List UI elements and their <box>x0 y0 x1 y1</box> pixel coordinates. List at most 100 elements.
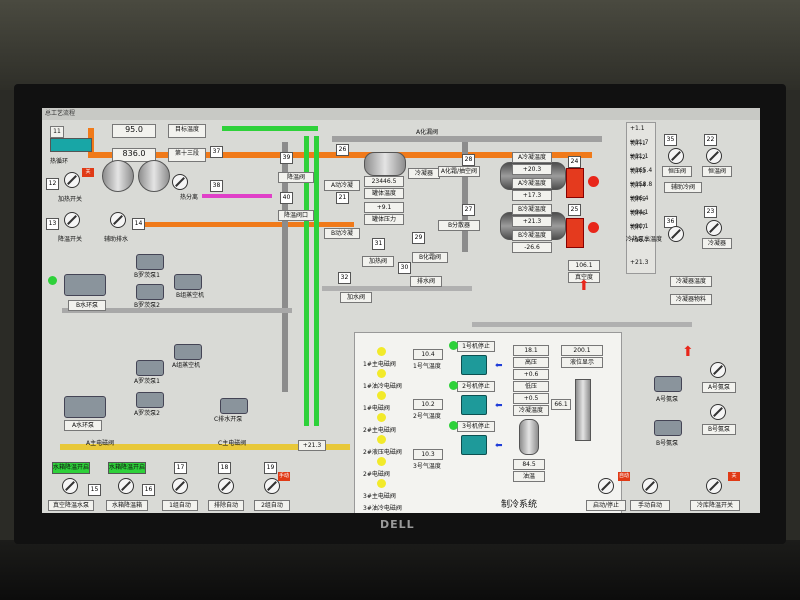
compressor-1[interactable] <box>461 355 487 375</box>
item-22: 22 <box>704 134 717 146</box>
sensor-value: +21.3 <box>298 440 326 451</box>
item-23: 23 <box>704 206 717 218</box>
indicator-3 <box>377 391 386 400</box>
knob-23[interactable] <box>706 220 722 236</box>
start-stop-knob[interactable] <box>598 478 614 494</box>
knob-36[interactable] <box>668 226 684 242</box>
b-water-ring-pump[interactable] <box>64 274 106 296</box>
drain-valve-label: 排水阀 <box>410 276 442 287</box>
a-roots-pump-1-label: A罗茨泵1 <box>134 378 160 385</box>
vacuum-label: 真空度 <box>568 272 600 283</box>
condenser-btn-label: 冷凝器 <box>702 238 732 249</box>
a-water-ring-pump[interactable] <box>64 396 106 418</box>
drain-auto-label: 排除自动 <box>208 500 244 511</box>
refrig-label-2: 1#油冷电磁阀 <box>363 383 402 390</box>
aux-cool-valve-label: 辅助冷阀 <box>664 182 702 193</box>
valve-39: 39 <box>280 152 293 164</box>
item-12-label: 12 <box>46 178 59 190</box>
vac-cool-pump-on-btn[interactable]: 水箱降温开启 <box>52 462 90 474</box>
cool-switch-knob[interactable] <box>64 212 80 228</box>
window-title: 总工艺流程 <box>42 108 760 120</box>
knob-22[interactable] <box>706 148 722 164</box>
gas-temp-2-value: 10.2 <box>413 399 443 410</box>
item-18: 18 <box>218 462 231 474</box>
a-ammonia-pump[interactable] <box>654 376 682 392</box>
a-chem-pool-label: A化漏阀 <box>416 129 439 136</box>
b-heater-unit[interactable] <box>566 218 584 248</box>
gray-pipe-5 <box>62 308 292 313</box>
water-tank-on-btn[interactable]: 水箱降温开启 <box>108 462 146 474</box>
a-cool-knob[interactable] <box>710 362 726 378</box>
manual-auto-knob[interactable] <box>642 478 658 494</box>
cond-temp-label: 冷凝温度 <box>513 405 549 416</box>
compressor-2[interactable] <box>461 395 487 415</box>
cool-switch-label: 降温开关 <box>58 236 83 243</box>
group2-auto-label: 2组自动 <box>254 500 290 511</box>
readout-6: +96.4 <box>630 195 649 202</box>
cold-store-label: 冷库降温开关 <box>690 500 740 511</box>
heat-switch-knob[interactable] <box>64 172 80 188</box>
green-pipe-h <box>222 126 318 131</box>
material-2-label: 物料2 <box>630 154 646 161</box>
gray-pipe-1 <box>282 142 288 392</box>
condenser-material-label: 冷凝器物料 <box>670 294 712 305</box>
heat-switch-label: 加热开关 <box>58 196 83 203</box>
refrig-label-3: 1#电磁阀 <box>363 405 390 412</box>
item-35: 35 <box>664 134 677 146</box>
b-defrost-label: B化霜阀 <box>412 252 448 263</box>
main-tank <box>364 152 406 176</box>
re-sep-label: 热分离 <box>180 194 199 201</box>
valve-29: 29 <box>412 232 425 244</box>
b-cool-knob[interactable] <box>710 404 726 420</box>
gas-temp-2-label: 2号气温度 <box>413 413 441 420</box>
knob-18[interactable] <box>218 478 234 494</box>
cold-store-knob[interactable] <box>706 478 722 494</box>
b-group-condenser[interactable] <box>174 274 202 290</box>
b-roots-pump-1[interactable] <box>136 254 164 270</box>
separator-value: 66.1 <box>551 399 571 410</box>
monitor-brand-logo: DELL <box>380 518 415 531</box>
knob-19[interactable] <box>264 478 280 494</box>
desk <box>0 540 800 600</box>
a-roots-pump-1[interactable] <box>136 360 164 376</box>
valve-24: 24 <box>568 156 581 168</box>
tank-press-label: 罐体压力 <box>364 214 404 225</box>
close-tag: 关 <box>728 472 740 481</box>
indicator-4 <box>377 413 386 422</box>
valve-32: 32 <box>338 272 351 284</box>
tank-temp-label: 罐体温度 <box>364 188 404 199</box>
a-group-condenser[interactable] <box>174 344 202 360</box>
c-drain-pump[interactable] <box>220 398 248 414</box>
pump-switch-label: 辅助排水 <box>104 236 129 243</box>
readout-8: +90.1 <box>630 223 649 230</box>
re-sep-knob[interactable] <box>172 174 188 190</box>
const-temp-valve-label: 恒温阀 <box>702 166 732 177</box>
b-roots-pump-2[interactable] <box>136 284 164 300</box>
b-heater-light <box>588 222 599 233</box>
knob-17[interactable] <box>172 478 188 494</box>
target-temp-label: 目标温度 <box>168 124 206 138</box>
a-roots-pump-2[interactable] <box>136 392 164 408</box>
knob-16[interactable] <box>118 478 134 494</box>
item-36: 36 <box>664 216 677 228</box>
refrigeration-title: 制冷系统 <box>501 500 538 510</box>
gray-pipe-6 <box>472 322 692 327</box>
pump-switch-knob[interactable] <box>110 212 126 228</box>
orange-pipe-mid <box>142 222 354 227</box>
readout-4: +165.4 <box>630 167 653 174</box>
gray-pipe-2 <box>332 136 602 142</box>
cooling-valve-2-label: 降温阀口 <box>278 210 314 221</box>
b-ammonia-pump[interactable] <box>654 420 682 436</box>
liquid-level-label: 液位显示 <box>561 357 603 368</box>
compressor-3[interactable] <box>461 435 487 455</box>
b-chamber-label: B动冷凝 <box>324 228 360 239</box>
oil-tank <box>519 419 539 455</box>
gas-temp-3-label: 3号气温度 <box>413 463 441 470</box>
a-main-valve-label: A主电磁阀 <box>86 440 115 447</box>
a-lower-temp-label: A冷凝温度 <box>512 178 552 189</box>
a-heater-unit[interactable] <box>566 168 584 198</box>
knob-35[interactable] <box>668 148 684 164</box>
knob-15[interactable] <box>62 478 78 494</box>
arrow-blue-3: ⬅ <box>495 441 503 451</box>
valve-21: 21 <box>336 192 349 204</box>
